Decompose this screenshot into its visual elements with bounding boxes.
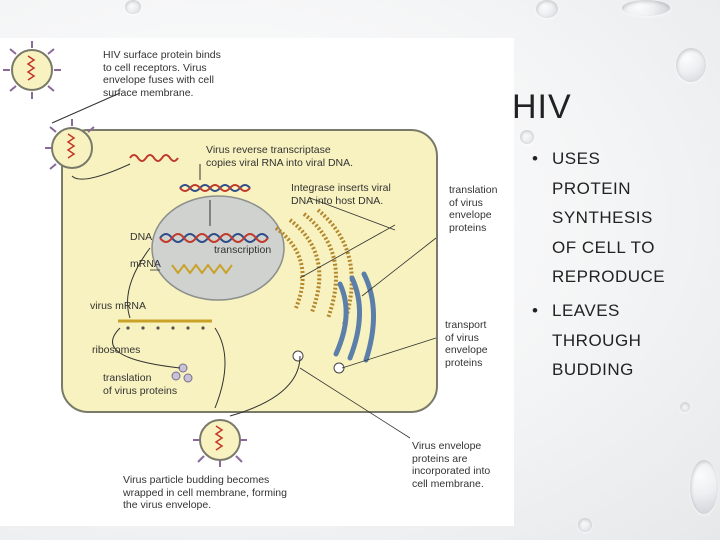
label-ribosomes: ribosomes (92, 344, 141, 356)
host-dna (159, 233, 269, 243)
bullet-dot: • (532, 301, 539, 320)
mrna-strand (171, 263, 233, 275)
label-budding: Virus particle budding becomes wrapped i… (123, 474, 287, 511)
viral-rna (129, 154, 179, 162)
water-drop (578, 518, 592, 532)
water-drop (520, 130, 534, 144)
process-arrows (51, 92, 301, 417)
water-drop (536, 0, 558, 18)
virus-particle-budding (193, 419, 247, 467)
water-drop (690, 460, 718, 514)
water-drop (680, 402, 690, 412)
slide-title: HIV (512, 88, 572, 126)
ribosome-dots (126, 326, 205, 330)
transport-vesicles (292, 350, 345, 374)
label-virus-mrna: virus mRNA (90, 300, 147, 312)
diagram-graphics (3, 41, 438, 467)
label-translation-virus: translation of virus proteins (103, 372, 178, 397)
water-drop (622, 0, 670, 16)
label-transcription: transcription (214, 244, 272, 256)
water-drop (676, 48, 706, 82)
label-translation-envelope: translation of virus envelope proteins (449, 184, 498, 234)
virus-particle-fusing (45, 119, 95, 170)
bullet-text: LEAVES THROUGH BUDDING (552, 301, 642, 379)
bullet-text: USES PROTEIN SYNTHESIS OF CELL TO REPROD… (552, 149, 666, 286)
viral-dna (179, 184, 251, 192)
label-transport: transport of virus envelope proteins (445, 319, 488, 369)
bullet-dot: • (532, 149, 539, 168)
golgi-apparatus (333, 271, 376, 363)
nucleus (151, 195, 285, 301)
water-drop (125, 0, 141, 14)
label-reverse-transcriptase: Virus reverse transcriptase copies viral… (206, 144, 354, 169)
label-envelope-incorporated: Virus envelope proteins are incorporated… (412, 440, 491, 490)
label-binding: HIV surface protein binds to cell recept… (103, 49, 221, 99)
label-integrase: Integrase inserts viral DNA into host DN… (291, 182, 391, 207)
label-mrna: mRNA (130, 258, 161, 270)
hiv-lifecycle-diagram: HIV surface protein binds to cell recept… (0, 38, 514, 526)
leader-lines (150, 197, 437, 439)
virus-particle-binding (3, 41, 61, 99)
label-dna: DNA (130, 231, 153, 243)
